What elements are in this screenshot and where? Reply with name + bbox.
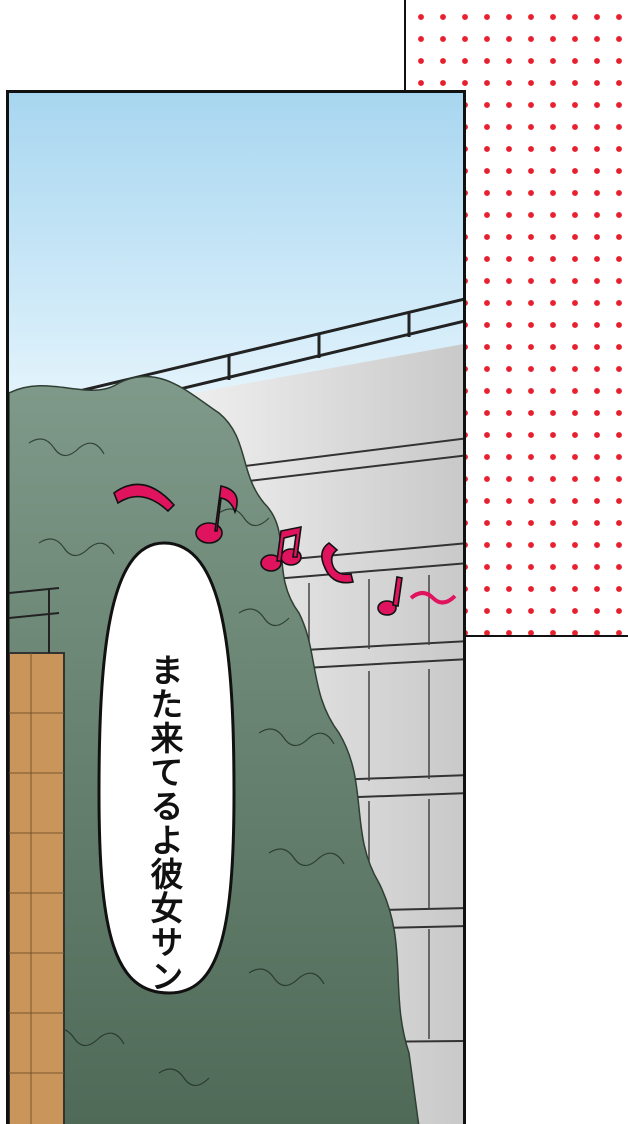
brick-wall (9, 652, 65, 1124)
left-railing (9, 587, 60, 653)
speech-bubble-text: また来てるよ彼女サン (145, 653, 184, 993)
foliage-detail (28, 438, 345, 1087)
school-building-illustration (9, 93, 463, 1124)
music-notes-icon (113, 483, 457, 616)
school-building-panel: また来てるよ彼女サン (6, 90, 466, 1124)
speech-bubble (97, 541, 236, 995)
